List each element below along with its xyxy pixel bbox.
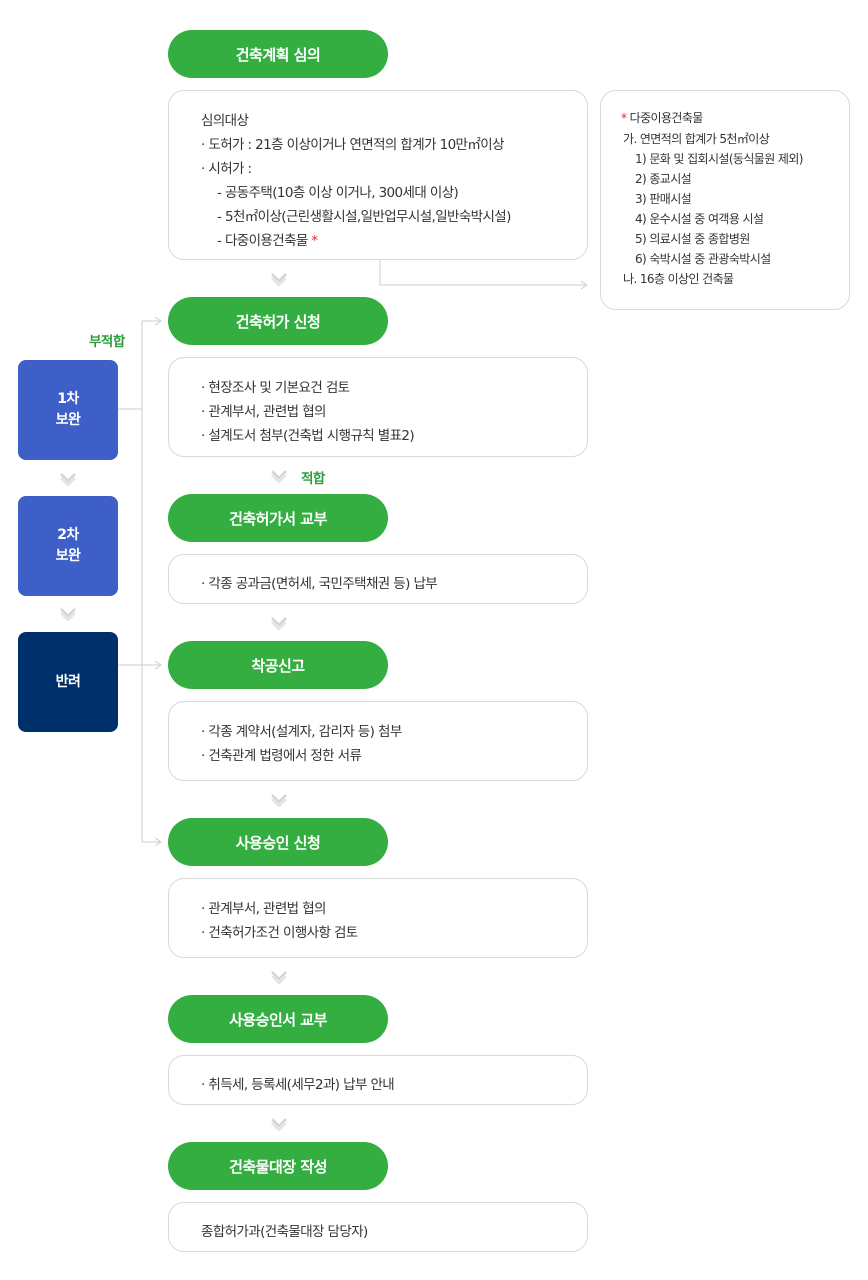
second-supplement-box: 2차 보완 <box>18 496 118 596</box>
step-construction-start-report: 착공신고 <box>168 641 388 689</box>
detail-line: · 관계부서, 관련법 협의 <box>201 404 326 420</box>
note-line: 4) 운수시설 중 여객용 시설 <box>635 212 764 226</box>
note-line: 2) 종교시설 <box>635 172 692 186</box>
note-line: 6) 숙박시설 중 관광숙박시설 <box>635 252 771 266</box>
note-line: 3) 판매시설 <box>635 192 692 206</box>
chevron-down-icon <box>271 794 287 807</box>
asterisk-mark: * <box>311 233 318 249</box>
step-3-details: · 각종 공과금(면허세, 국민주택채권 등) 납부 <box>168 554 588 604</box>
asterisk-mark: * <box>621 111 627 125</box>
chevron-down-icon <box>271 971 287 984</box>
detail-line: · 관계부서, 관련법 협의 <box>201 901 326 917</box>
step-1-details: 심의대상 · 도허가 : 21층 이상이거나 연면적의 합계가 10만㎡이상 ·… <box>168 90 588 260</box>
step-building-permit-application: 건축허가 신청 <box>168 297 388 345</box>
detail-line: · 취득세, 등록세(세무2과) 납부 안내 <box>201 1077 395 1093</box>
step-use-approval-issued: 사용승인서 교부 <box>168 995 388 1043</box>
step-7-details: 종합허가과(건축물대장 담당자) <box>168 1202 588 1252</box>
step-2-details: · 현장조사 및 기본요건 검토 · 관계부서, 관련법 협의 · 설계도서 첨… <box>168 357 588 457</box>
note-line: 1) 문화 및 집회시설(동식물원 제외) <box>635 152 803 166</box>
multi-use-building-note: * 다중이용건축물 가. 연면적의 합계가 5천㎡이상 1) 문화 및 집회시설… <box>600 90 850 310</box>
step-use-approval-application: 사용승인 신청 <box>168 818 388 866</box>
step-architecture-plan-review: 건축계획 심의 <box>168 30 388 78</box>
note-line: 가. 연면적의 합계가 5천㎡이상 <box>623 132 770 146</box>
first-supplement-box: 1차 보완 <box>18 360 118 460</box>
detail-line: 종합허가과(건축물대장 담당자) <box>201 1224 368 1240</box>
step-5-details: · 관계부서, 관련법 협의 · 건축허가조건 이행사항 검토 <box>168 878 588 958</box>
note-line: 나. 16층 이상인 건축물 <box>623 272 734 286</box>
step-6-details: · 취득세, 등록세(세무2과) 납부 안내 <box>168 1055 588 1105</box>
detail-line: · 각종 공과금(면허세, 국민주택채권 등) 납부 <box>201 576 438 592</box>
note-line: 5) 의료시설 중 종합병원 <box>635 232 750 246</box>
detail-line: 심의대상 <box>201 113 249 129</box>
chevron-down-icon <box>271 617 287 630</box>
unsuitable-label: 부적합 <box>89 334 125 350</box>
chevron-down-icon <box>60 608 76 621</box>
step-building-permit-issued: 건축허가서 교부 <box>168 494 388 542</box>
rejection-box: 반려 <box>18 632 118 732</box>
chevron-down-icon <box>271 273 287 286</box>
detail-line: · 각종 계약서(설계자, 감리자 등) 첨부 <box>201 724 402 740</box>
chevron-down-icon <box>60 473 76 486</box>
detail-line: · 건축허가조건 이행사항 검토 <box>201 925 358 941</box>
detail-line: · 설계도서 첨부(건축법 시행규칙 별표2) <box>201 428 415 444</box>
detail-line: · 현장조사 및 기본요건 검토 <box>201 380 350 396</box>
detail-line: · 도허가 : 21층 이상이거나 연면적의 합계가 10만㎡이상 <box>201 137 505 153</box>
detail-line: · 시허가 : <box>201 161 252 177</box>
detail-line: - 공동주택(10층 이상 이거나, 300세대 이상) <box>217 185 459 201</box>
suitable-label: 적합 <box>301 471 325 487</box>
chevron-down-icon <box>271 1118 287 1131</box>
note-title: 다중이용건축물 <box>629 111 704 125</box>
detail-line: - 다중이용건축물 * <box>217 233 318 249</box>
step-4-details: · 각종 계약서(설계자, 감리자 등) 첨부 · 건축관계 법령에서 정한 서… <box>168 701 588 781</box>
step-building-register-creation: 건축물대장 작성 <box>168 1142 388 1190</box>
detail-line: · 건축관계 법령에서 정한 서류 <box>201 748 362 764</box>
chevron-down-icon <box>271 470 287 483</box>
detail-line: - 5천㎡이상(근린생활시설,일반업무시설,일반숙박시설) <box>217 209 511 225</box>
